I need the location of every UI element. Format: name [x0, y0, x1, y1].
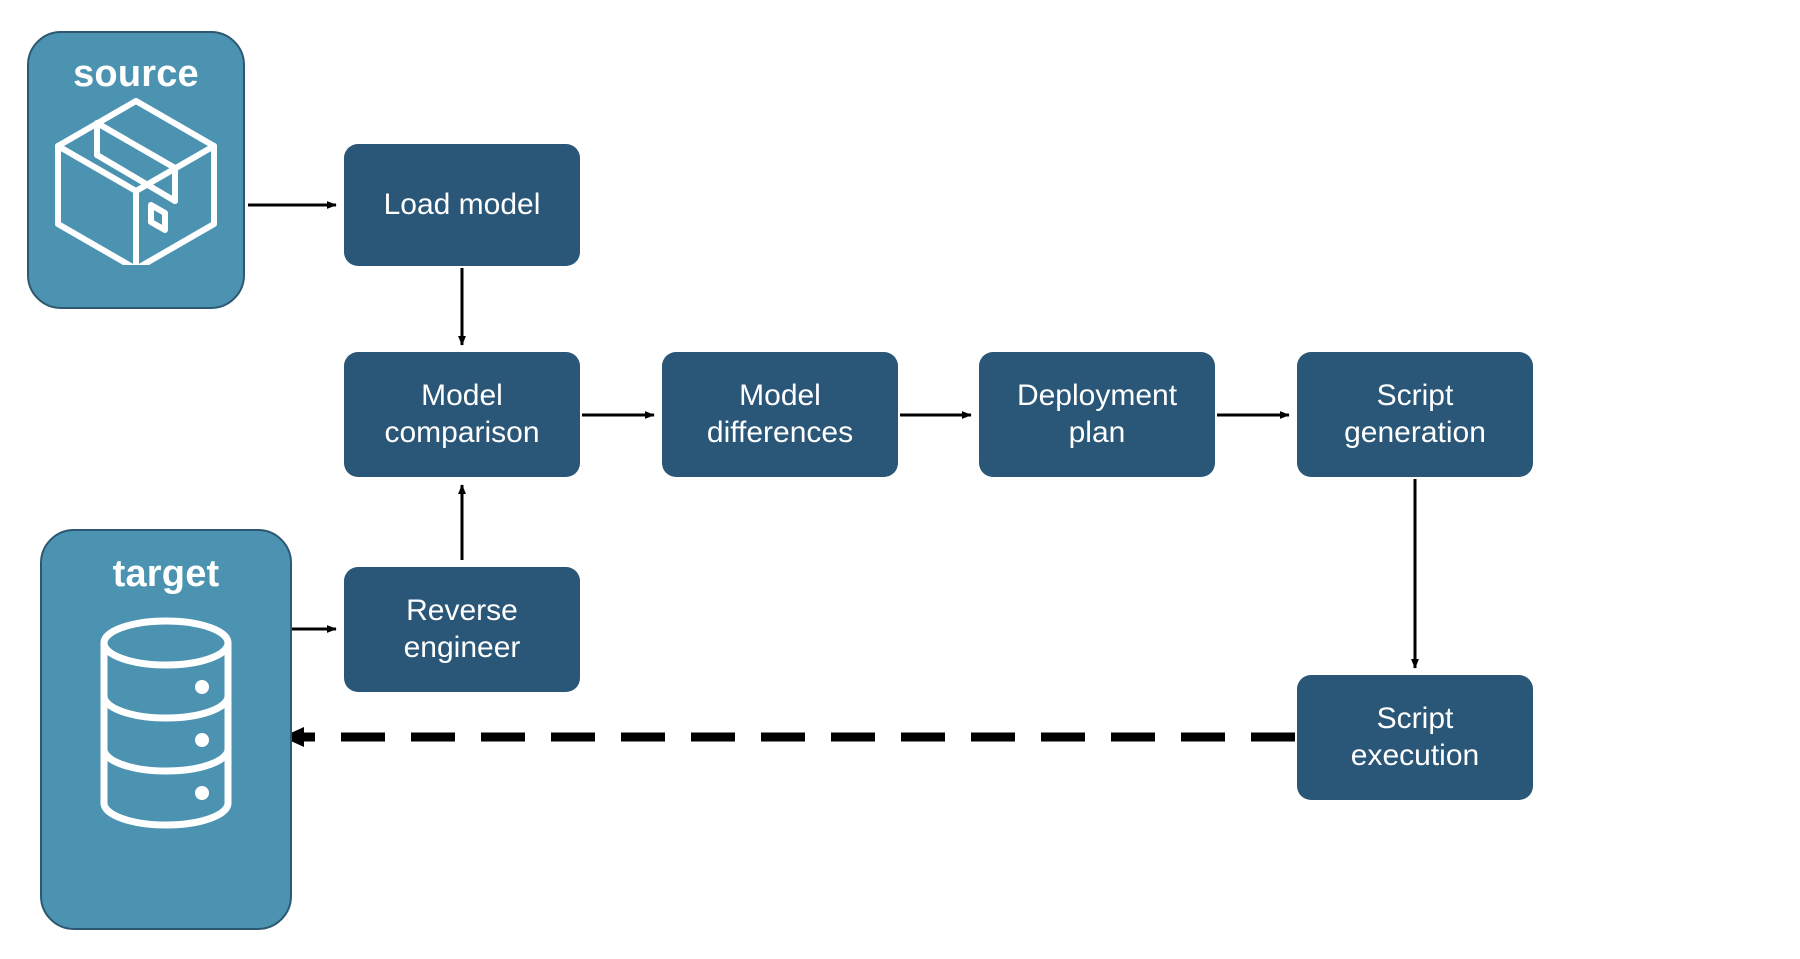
package-box-icon — [48, 93, 224, 272]
process-script-generation[interactable]: Script generation — [1297, 352, 1533, 477]
process-model-comparison-label: Model comparison — [384, 378, 540, 449]
process-deployment-plan[interactable]: Deployment plan — [979, 352, 1215, 477]
target-node[interactable]: target — [40, 529, 292, 930]
process-script-generation-label: Script generation — [1344, 378, 1486, 449]
source-node[interactable]: source — [27, 31, 245, 309]
process-reverse-engineer-label: Reverse engineer — [403, 593, 521, 664]
source-node-label: source — [73, 53, 199, 95]
target-node-label: target — [112, 553, 220, 595]
process-script-execution[interactable]: Script execution — [1297, 675, 1533, 800]
process-load-model-label: Load model — [383, 187, 541, 221]
process-model-comparison[interactable]: Model comparison — [344, 352, 580, 477]
process-script-execution-label: Script execution — [1350, 701, 1480, 772]
process-model-differences[interactable]: Model differences — [662, 352, 898, 477]
database-cylinder-icon — [96, 615, 236, 836]
process-reverse-engineer[interactable]: Reverse engineer — [344, 567, 580, 692]
process-model-differences-label: Model differences — [706, 378, 854, 449]
process-deployment-plan-label: Deployment plan — [1016, 378, 1178, 449]
process-load-model[interactable]: Load model — [344, 144, 580, 266]
